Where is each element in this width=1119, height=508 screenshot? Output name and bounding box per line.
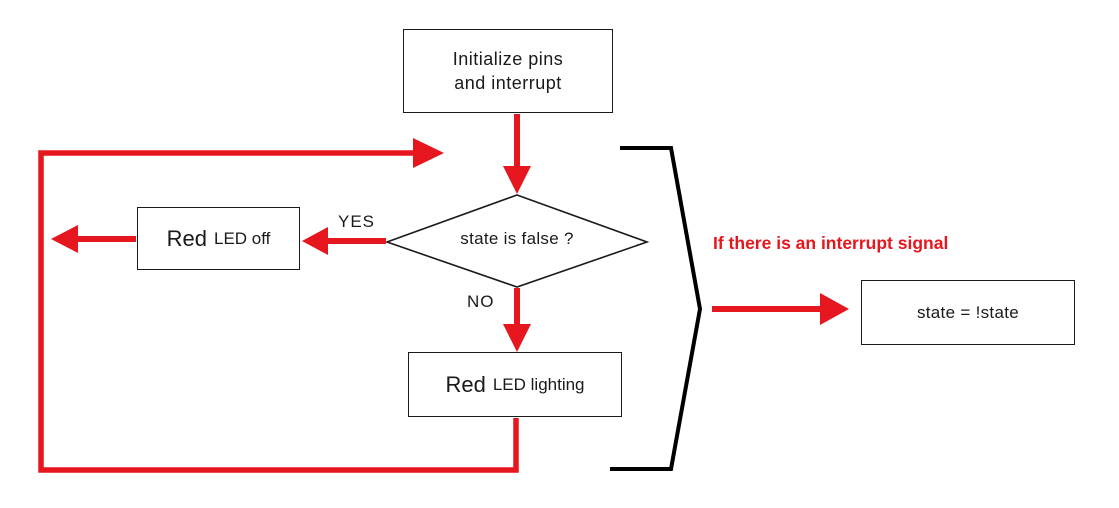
led-lighting-red-label: Red [445, 371, 486, 397]
led-off-action-label: LED off [213, 228, 271, 248]
led-off-exit-arrow [51, 225, 136, 253]
interrupt-bracket [610, 146, 703, 471]
state-toggle-text: state = !state [916, 302, 1019, 322]
led-lighting-action-label: LED lighting [492, 374, 585, 394]
led-lighting-box: Red LED lighting [408, 352, 622, 417]
yes-label: YES [338, 212, 376, 231]
initialize-text-line-1: Initialize pins [452, 49, 564, 69]
decision-text: state is false ? [460, 229, 574, 248]
interrupt-signal-label: If there is an interrupt signal [713, 233, 949, 253]
no-label: NO [467, 292, 495, 311]
init-to-decision-arrow [503, 114, 531, 194]
initialize-text-line-2: and interrupt [454, 73, 562, 93]
state-toggle-box: state = !state [861, 280, 1075, 345]
initialize-box: Initialize pins and interrupt [403, 29, 613, 113]
loop-back-arrow [38, 138, 519, 473]
no-arrow [503, 288, 531, 352]
decision-diamond [384, 194, 650, 288]
yes-arrow [302, 227, 386, 255]
led-off-red-label: Red [166, 225, 207, 251]
led-off-box: Red LED off [137, 207, 300, 270]
interrupt-arrow [712, 293, 849, 325]
